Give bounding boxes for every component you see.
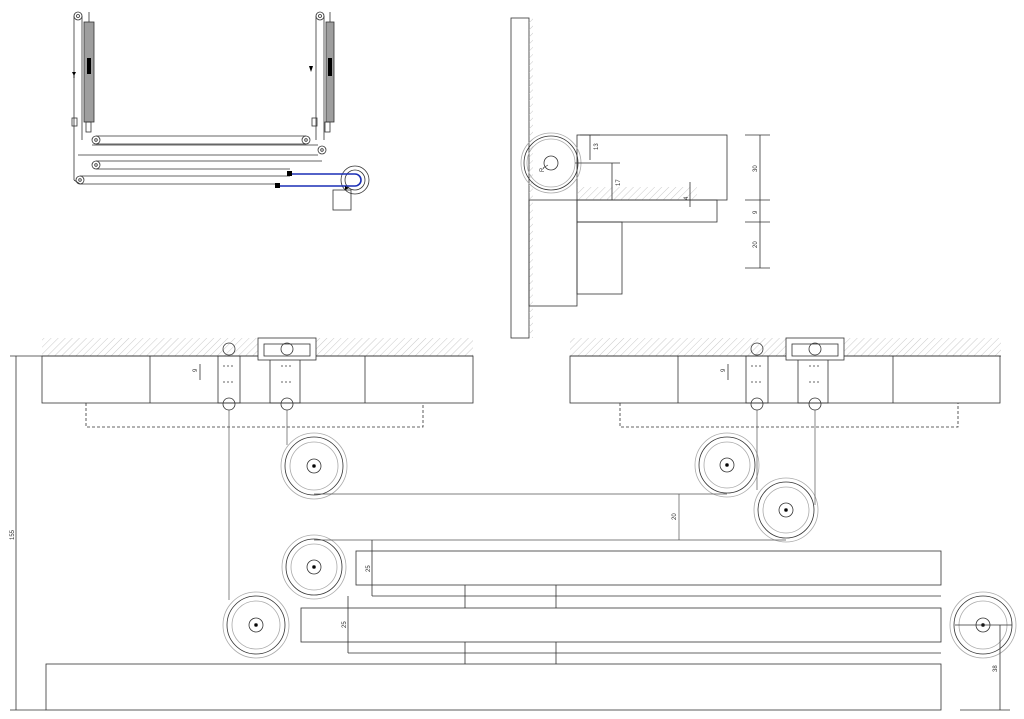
belt-dim-20: 20 [672, 513, 678, 520]
pulley-d [281, 534, 347, 600]
panel-upper [355, 550, 942, 586]
dim-20: 20 [753, 241, 759, 248]
pulleys [222, 432, 1017, 659]
dim-radius: R [540, 167, 546, 172]
blue-cable [278, 173, 362, 187]
side-view: R 13 17 4 30 9 20 [510, 17, 770, 339]
pulley-b [694, 432, 760, 498]
panel-lower [45, 663, 942, 711]
panel-middle [300, 607, 942, 643]
weight-block [332, 189, 352, 211]
dim-17: 17 [616, 179, 622, 186]
bottom-dim-38: 38 [993, 665, 999, 672]
pulley-f [949, 591, 1017, 659]
right-column [301, 11, 335, 155]
belts: 20 [228, 410, 816, 600]
side-wall [510, 17, 530, 339]
pulley-c [753, 477, 819, 543]
right-dim-9: 9 [721, 368, 727, 372]
overall-dim-155: 155 [10, 529, 16, 540]
pulley-a [280, 432, 348, 500]
left-dim-9: 9 [193, 368, 199, 372]
left-section: 9 [41, 337, 474, 428]
dim-4: 4 [684, 196, 690, 200]
dim-13: 13 [594, 143, 600, 150]
pulley-e [222, 591, 290, 659]
cable-schematic [71, 11, 370, 211]
panel-dim-25-bottom: 25 [342, 621, 348, 628]
panel-dim-25-top: 25 [366, 565, 372, 572]
dim-9: 9 [753, 210, 759, 214]
panels: 25 25 155 38 [10, 355, 1010, 711]
dim-30: 30 [753, 165, 759, 172]
left-column [71, 11, 101, 185]
right-section: 9 [569, 337, 1001, 428]
